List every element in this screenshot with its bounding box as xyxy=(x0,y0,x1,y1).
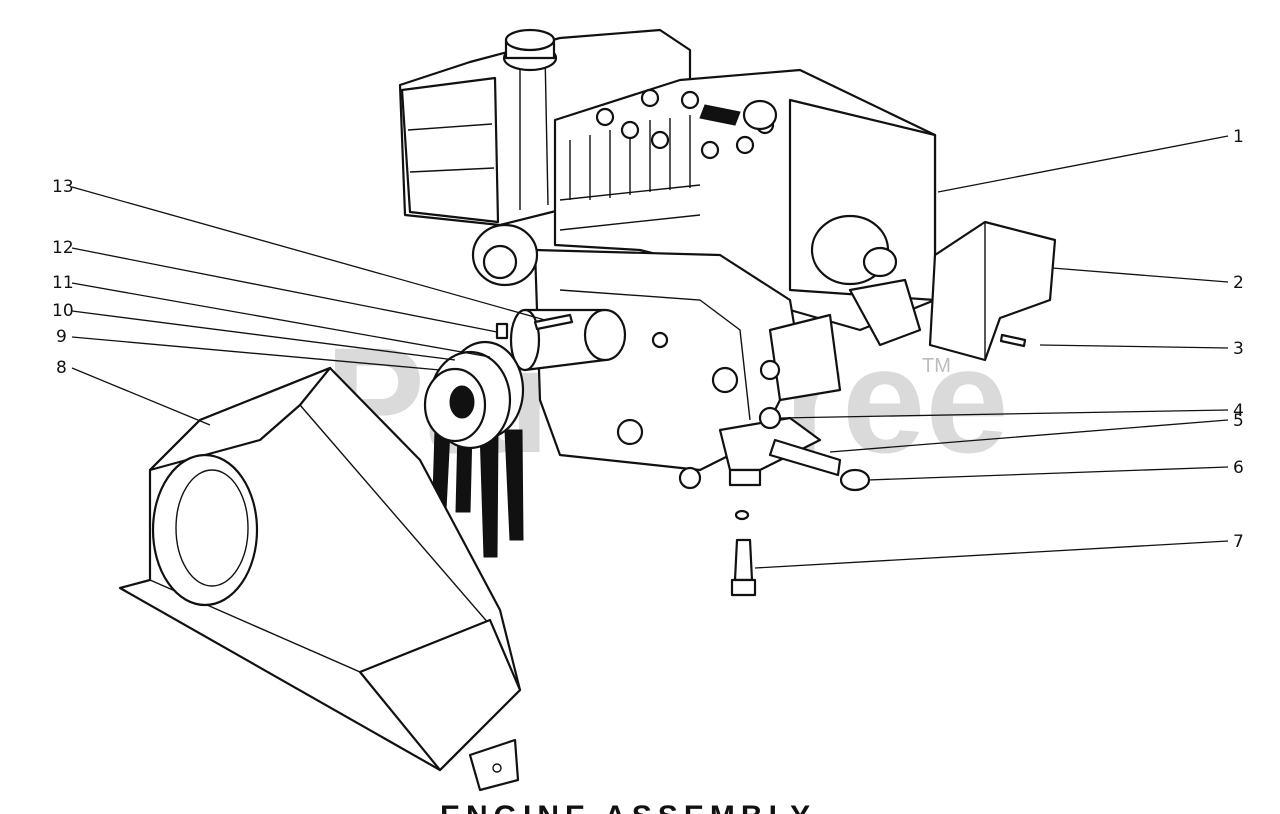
callout-6: 6 xyxy=(1233,458,1244,478)
callout-labels: 1 2 3 4 5 6 7 8 9 10 11 12 13 xyxy=(52,127,1244,552)
leader-lines xyxy=(71,135,1229,569)
callout-8: 8 xyxy=(56,358,67,378)
leader-3 xyxy=(1039,344,1229,349)
diagram-caption: ENGINE ASSEMBLY xyxy=(440,800,816,814)
watermark-trademark: TM xyxy=(922,355,951,377)
leader-4 xyxy=(779,409,1229,419)
leader-6 xyxy=(867,466,1229,481)
pulley-and-belts-drawing xyxy=(423,313,574,558)
leader-11 xyxy=(71,282,491,358)
callout-10: 10 xyxy=(52,301,74,321)
callout-5: 5 xyxy=(1233,411,1244,431)
callout-3: 3 xyxy=(1233,339,1244,359)
engine-drawing xyxy=(398,28,1057,597)
leader-9 xyxy=(71,336,441,371)
leader-12 xyxy=(71,247,498,333)
callout-4: 4 xyxy=(1233,401,1244,421)
callout-12: 12 xyxy=(52,238,74,258)
leader-5 xyxy=(829,419,1229,453)
callout-1: 1 xyxy=(1233,127,1244,147)
leader-2 xyxy=(1051,267,1229,283)
callout-11: 11 xyxy=(52,273,74,293)
leader-13 xyxy=(71,186,546,321)
leader-8 xyxy=(71,367,211,426)
callout-7: 7 xyxy=(1233,532,1244,552)
leader-1 xyxy=(937,135,1229,193)
callout-2: 2 xyxy=(1233,273,1244,293)
leader-10 xyxy=(71,310,456,361)
belt-cover-drawing xyxy=(118,366,522,792)
callout-13: 13 xyxy=(52,177,74,197)
callout-9: 9 xyxy=(56,327,67,347)
leader-7 xyxy=(754,540,1229,569)
